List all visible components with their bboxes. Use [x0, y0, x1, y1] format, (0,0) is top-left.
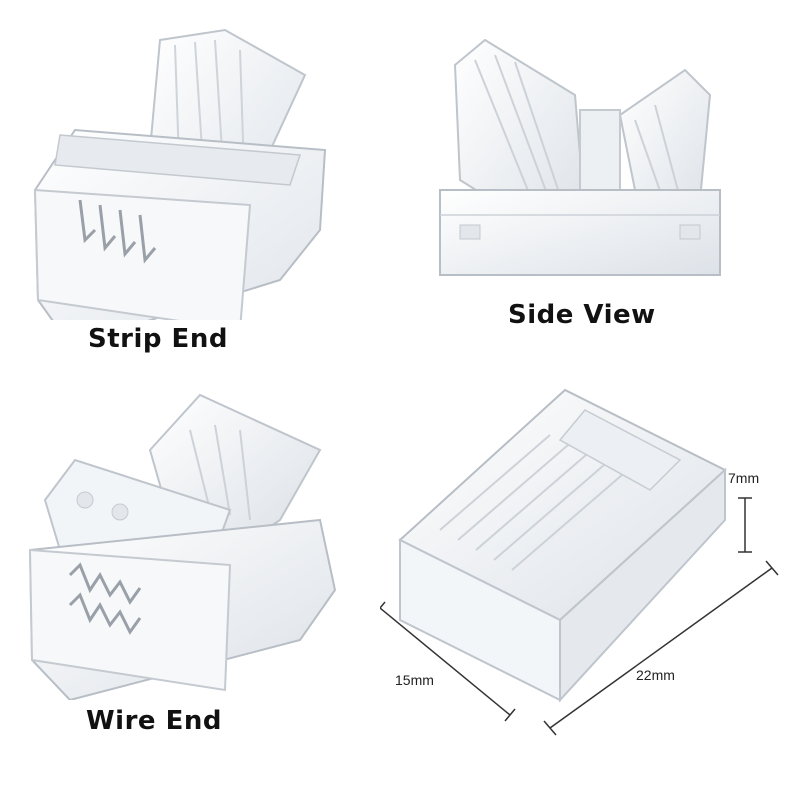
wire-end-connector-image: [0, 390, 400, 700]
height-dimension-label: 7mm: [728, 470, 760, 486]
strip-end-caption: Strip End: [88, 324, 228, 354]
width-dimension-label: 15mm: [395, 672, 434, 688]
side-view-caption: Side View: [508, 300, 656, 330]
wire-end-caption: Wire End: [86, 706, 222, 736]
dimensioned-connector-image: [380, 380, 800, 740]
side-view-connector-image: [400, 0, 800, 300]
strip-end-connector-image: [0, 0, 400, 320]
length-dimension-label: 22mm: [636, 667, 675, 683]
